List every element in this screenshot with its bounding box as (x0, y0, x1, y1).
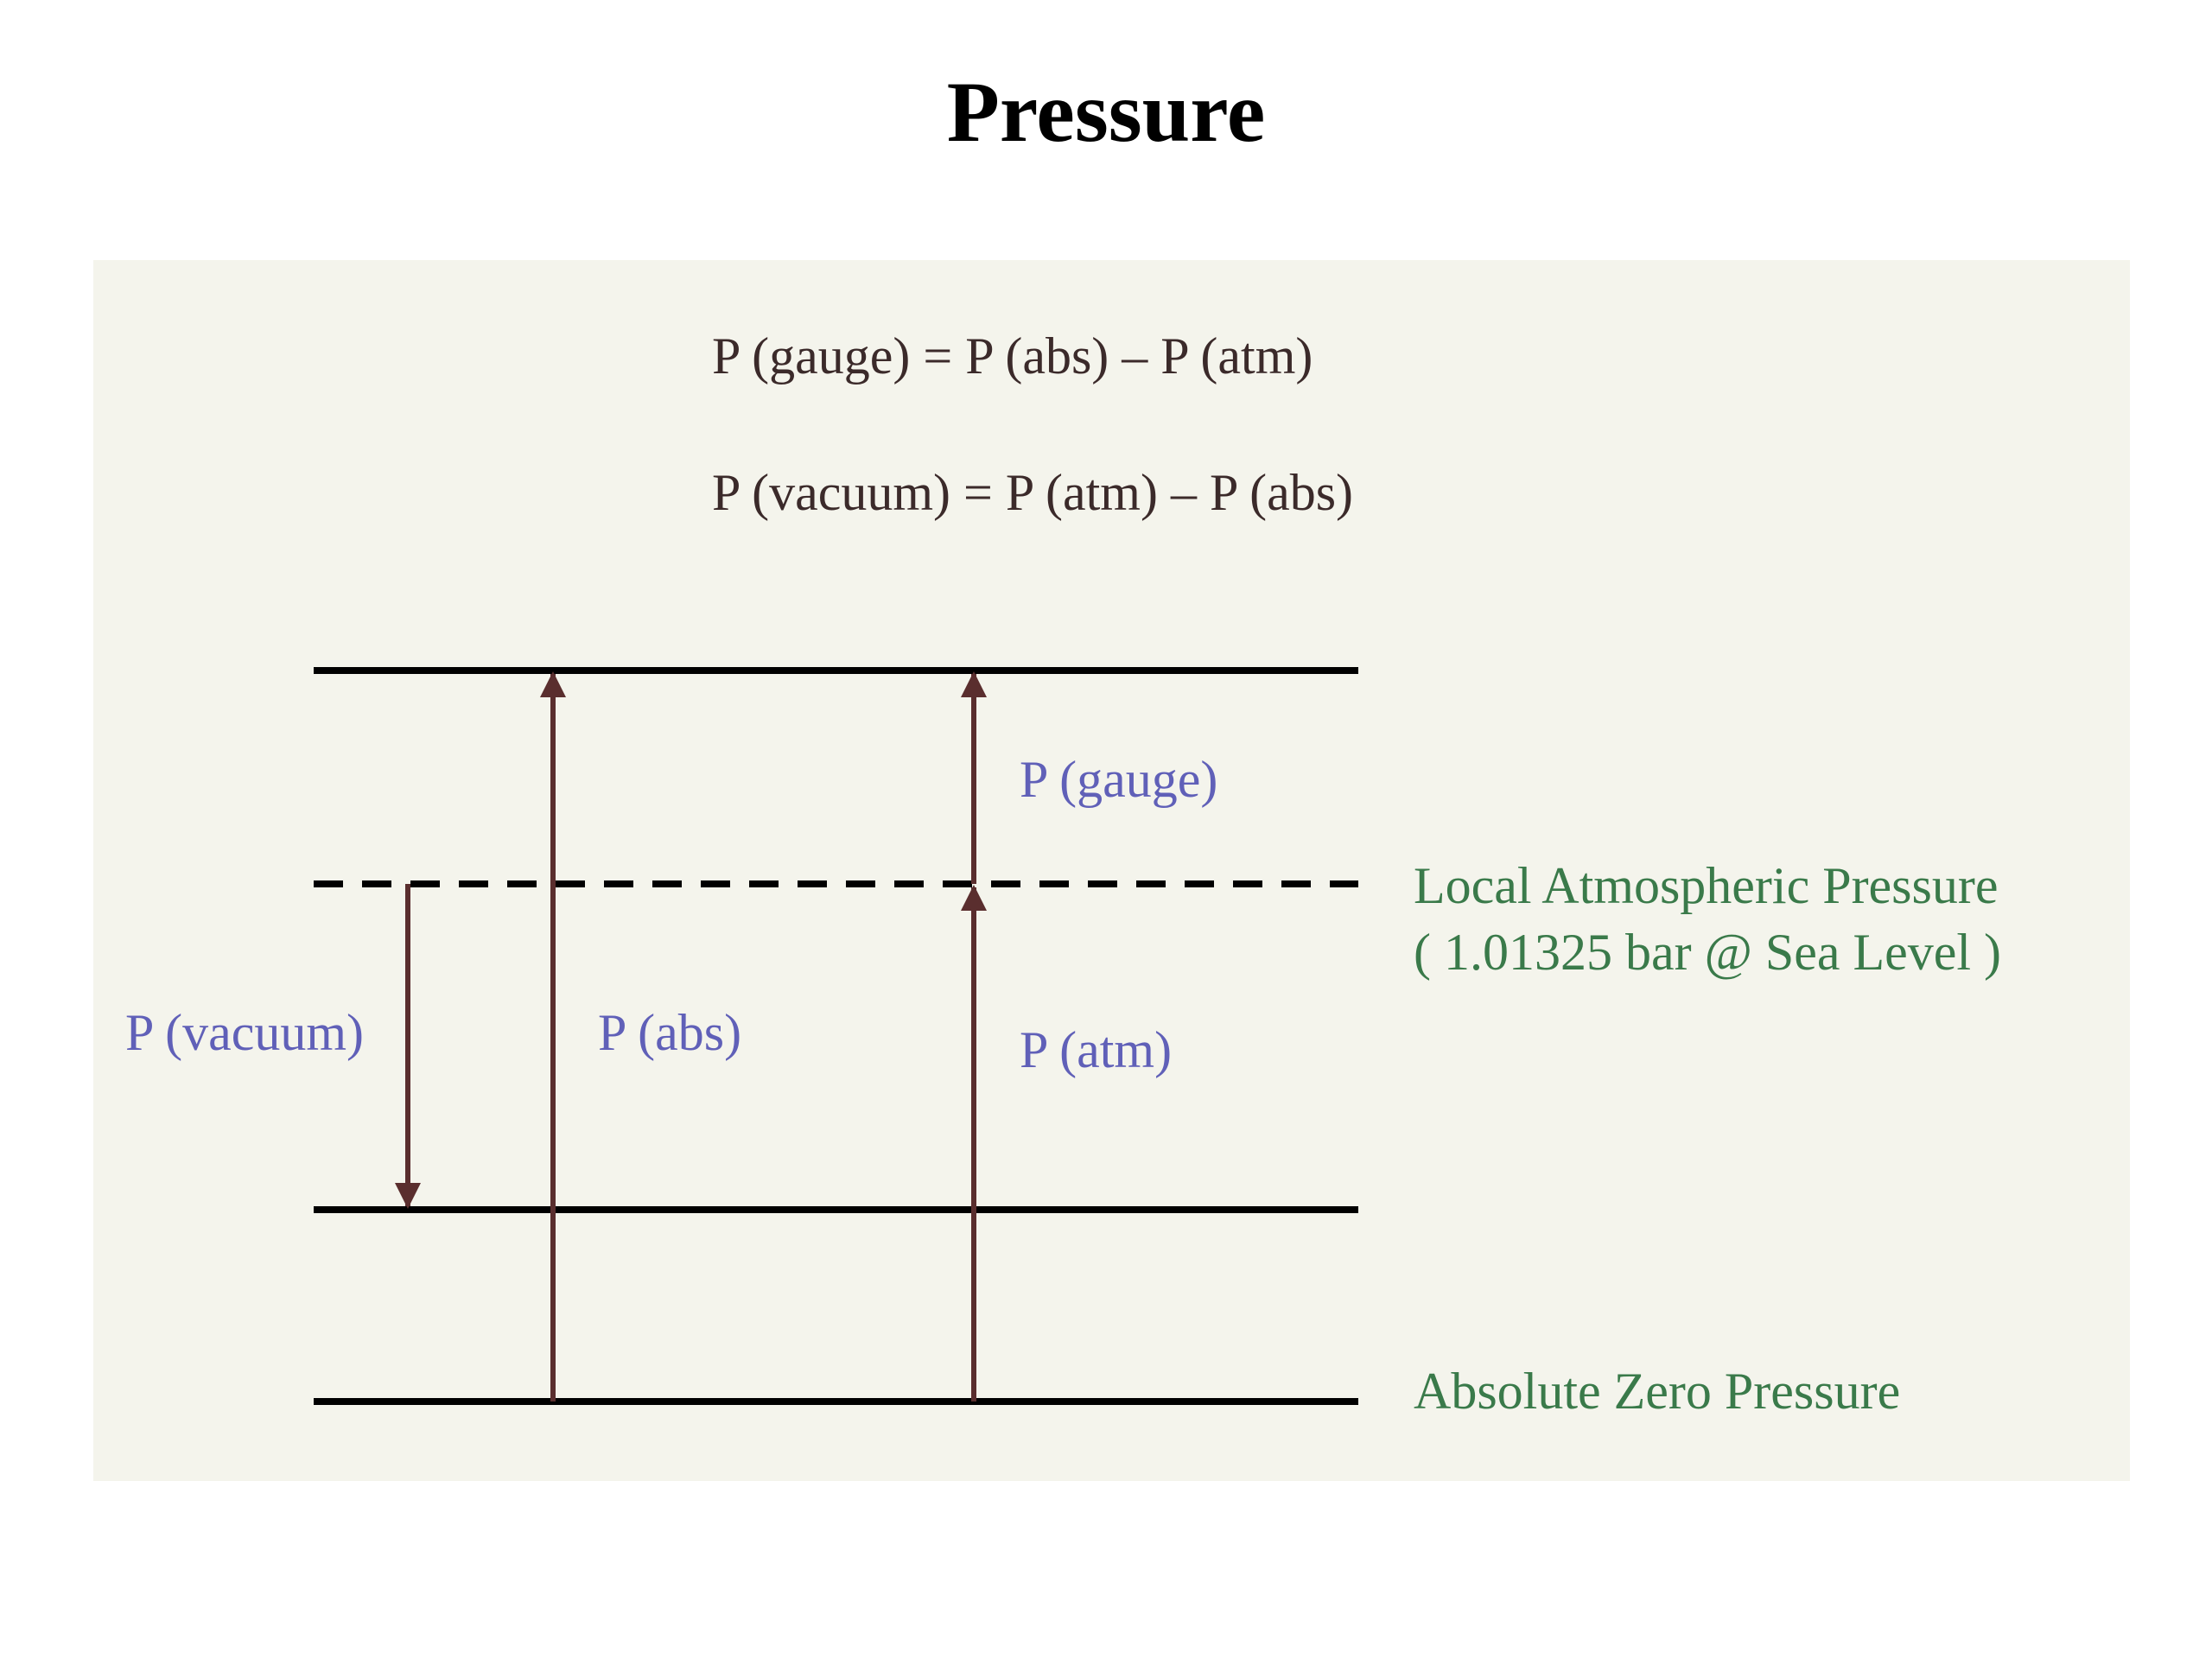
page-title: Pressure (946, 64, 1266, 160)
sea-level-value-label: ( 1.01325 bar @ Sea Level ) (1414, 924, 2001, 981)
gauge-label: P (gauge) (1020, 751, 1217, 808)
absolute-zero-label: Absolute Zero Pressure (1414, 1363, 1900, 1420)
vacuum-equation: P (vacuum) = P (atm) – P (abs) (712, 464, 1353, 521)
atmospheric-pressure-label: Local Atmospheric Pressure (1414, 857, 1999, 914)
gauge-equation: P (gauge) = P (abs) – P (atm) (712, 327, 1313, 385)
diagram-panel (93, 260, 2130, 1481)
atm-label: P (atm) (1020, 1021, 1172, 1078)
vacuum-label: P (vacuum) (125, 1004, 364, 1061)
abs-label: P (abs) (598, 1004, 741, 1061)
